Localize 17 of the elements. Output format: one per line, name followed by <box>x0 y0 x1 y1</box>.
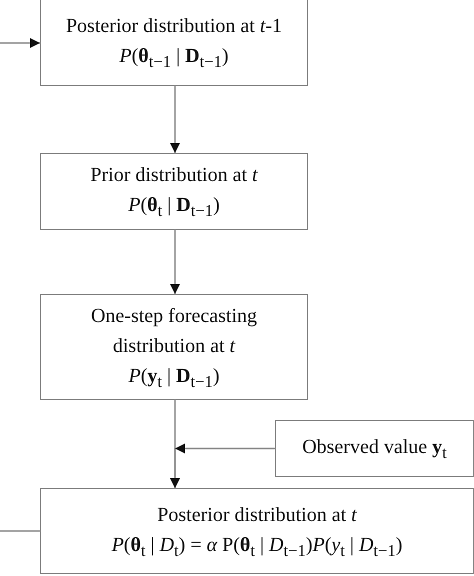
arrow <box>170 444 275 488</box>
process-box <box>40 488 474 574</box>
arrow <box>0 38 40 48</box>
box-heading: Posterior distribution at t-1 <box>66 14 282 38</box>
process-box <box>40 294 308 400</box>
box-heading: Prior distribution at t <box>90 163 258 188</box>
process-box <box>40 0 308 86</box>
formula: P(θ$_{t−1}$ | D$_{t−1}$) <box>119 44 229 72</box>
process-box <box>275 420 474 477</box>
box-heading: Posterior distribution at t <box>157 502 357 528</box>
box-heading: Observed value y$_{t}$ <box>302 435 447 464</box>
formula: P(θ$_{t}$ | D$_{t}$) = α P(θ$_{t}$ | D$_{t−1}$)P(y$_{t}$ | D$_{t−1}$) <box>112 532 402 562</box>
process-box <box>40 153 308 230</box>
formula: P(y$_{t}$ | D$_{t−1}$) <box>128 364 220 392</box>
formula: P(θ$_{t}$ | D$_{t−1}$) <box>128 193 220 222</box>
arrow <box>170 86 180 153</box>
arrow <box>170 230 180 294</box>
